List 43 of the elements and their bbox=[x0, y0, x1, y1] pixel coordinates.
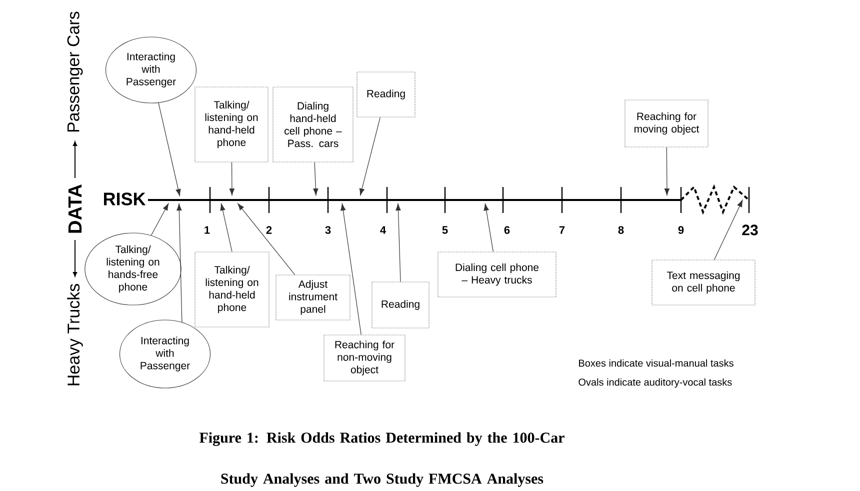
leader-arrow bbox=[396, 204, 401, 282]
leader-arrow bbox=[176, 204, 182, 322]
axis-title: RISK bbox=[104, 192, 146, 206]
tick-label: 23 bbox=[742, 224, 758, 236]
tick-label: 5 bbox=[442, 226, 448, 234]
leader-arrow bbox=[238, 203, 296, 275]
task-box: Dialing cell phone – Heavy trucks bbox=[438, 252, 556, 298]
tick-label: 8 bbox=[618, 226, 624, 234]
task-box: Talking/ listening on hand-held phone bbox=[194, 252, 270, 328]
note: Boxes indicate visual-manual tasks bbox=[579, 359, 734, 367]
leader-arrow bbox=[714, 200, 743, 260]
task-box: Dialing hand-held cell phone – Pass. cars bbox=[272, 86, 354, 162]
leader-arrow bbox=[150, 203, 169, 236]
tick-label: 9 bbox=[678, 226, 684, 234]
task-box: Reading bbox=[372, 282, 430, 328]
tick-label: 6 bbox=[504, 226, 510, 234]
task-box: Reaching for moving object bbox=[624, 100, 708, 148]
leader-arrow bbox=[359, 117, 380, 196]
leader-arrow bbox=[340, 204, 362, 335]
leader-arrow bbox=[484, 204, 494, 252]
leader-arrow bbox=[313, 162, 318, 196]
axis-label: Passenger Cars bbox=[67, 12, 83, 132]
axis-label: Heavy Trucks bbox=[67, 284, 83, 386]
task-oval: Interacting with Passenger bbox=[105, 36, 197, 104]
note: Ovals indicate auditory-vocal tasks bbox=[578, 378, 732, 388]
leader-arrow bbox=[158, 102, 181, 196]
task-box: Text messaging on cell phone bbox=[652, 260, 756, 306]
task-oval: Talking/ listening on hands-free phone bbox=[84, 232, 182, 306]
tick-label: 2 bbox=[266, 226, 272, 234]
tick-label: 1 bbox=[204, 226, 210, 234]
axis-label: DATA bbox=[68, 184, 82, 233]
tick-label: 3 bbox=[325, 226, 331, 234]
task-box: Talking/ listening on hand-held phone bbox=[194, 86, 268, 162]
leader-arrow bbox=[229, 162, 234, 196]
task-box: Reaching for non-moving object bbox=[324, 334, 406, 382]
figure-caption: Figure 1: Risk Odds Ratios Determined by the 100-Car Study Analyses and Two Study FMCSA Analyses bbox=[199, 432, 564, 487]
tick-label: 4 bbox=[380, 226, 386, 234]
tick-label: 7 bbox=[559, 226, 565, 234]
task-oval: Interacting with Passenger bbox=[119, 320, 211, 388]
task-box: Reading bbox=[356, 72, 416, 118]
task-box: Adjust instrument panel bbox=[276, 274, 350, 320]
leader-arrow bbox=[220, 204, 232, 252]
leader-arrow bbox=[664, 147, 670, 196]
